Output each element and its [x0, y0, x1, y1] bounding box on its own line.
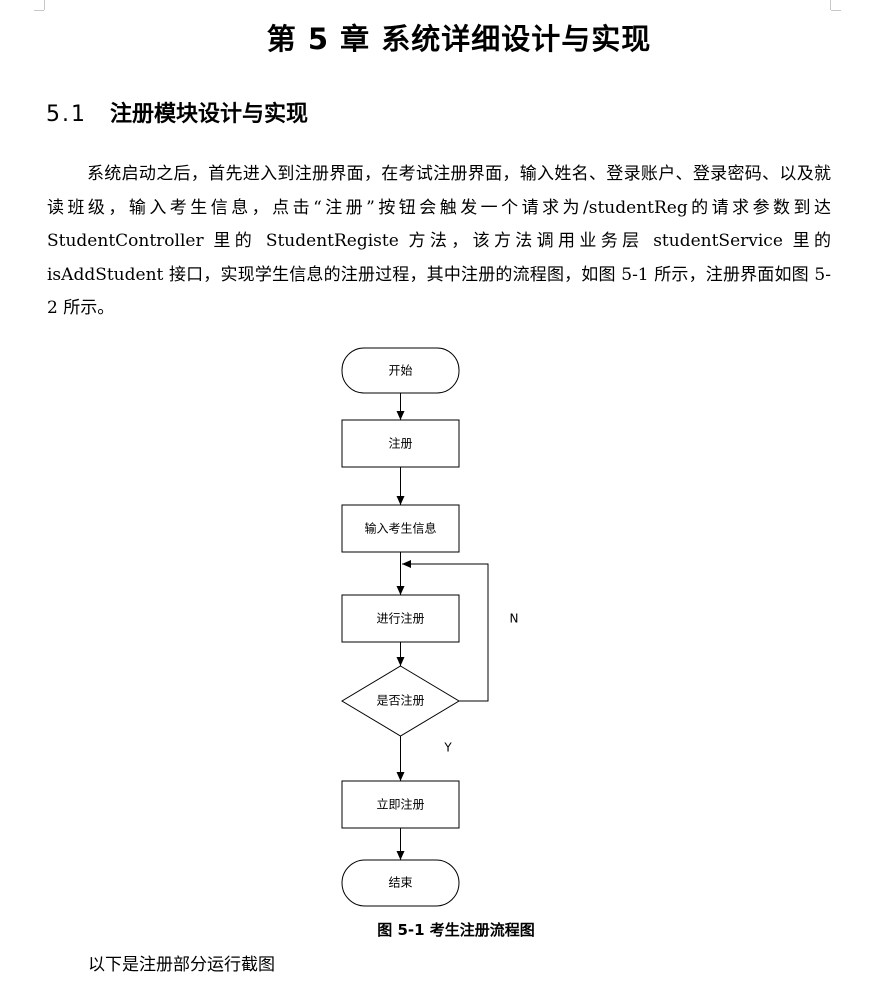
- flowchart-svg: 开始 注册 输入考生信息 进行注册 是否注册 立即注册 结束 N Y: [341, 347, 519, 907]
- chapter-title: 第 5 章 系统详细设计与实现: [266, 22, 652, 56]
- section-heading: 5.1 注册模块设计与实现: [46, 96, 308, 128]
- figure-caption: 图 5-1 考生注册流程图: [377, 921, 535, 939]
- flow-yes-label: Y: [443, 741, 452, 755]
- body-paragraph: 系统启动之后，首先进入到注册界面，在考试注册界面，输入姓名、登录账户、登录密码、…: [47, 164, 831, 318]
- flow-register-node: [341, 419, 460, 468]
- crop-mark: [831, 10, 841, 11]
- section-title: 注册模块设计与实现: [110, 102, 309, 127]
- flow-process-node: [341, 594, 460, 643]
- flow-start-label: 开始: [388, 364, 412, 378]
- flow-register-label: 注册: [388, 436, 412, 451]
- crop-mark: [44, 0, 45, 10]
- trailing-paragraph: 以下是注册部分运行截图: [88, 955, 275, 975]
- section-number: 5.1: [46, 102, 87, 127]
- flow-input-label: 输入考生信息: [364, 521, 436, 536]
- flow-end-label: 结束: [388, 876, 412, 890]
- flow-process-label: 进行注册: [376, 611, 424, 626]
- flow-no-label: N: [510, 612, 519, 626]
- flowchart-figure: 开始 注册 输入考生信息 进行注册 是否注册 立即注册 结束 N Y: [330, 340, 560, 920]
- crop-mark: [830, 0, 831, 10]
- flow-immediate-label: 立即注册: [376, 797, 424, 812]
- flow-decision-label: 是否注册: [376, 693, 424, 708]
- crop-mark: [34, 10, 44, 11]
- flow-loop-arrow: [402, 560, 489, 702]
